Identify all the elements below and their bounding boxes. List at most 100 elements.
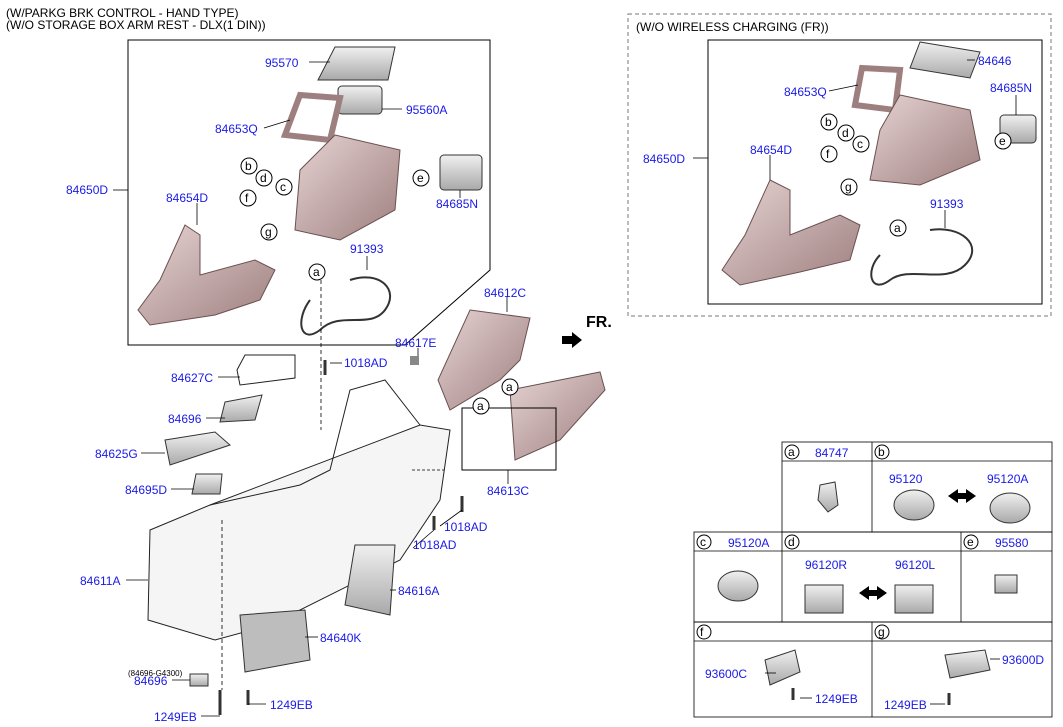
inset-label-84653q[interactable]: 84653Q	[784, 85, 827, 99]
legend-letter-f: f	[700, 625, 704, 639]
part-84650d-panel	[294, 134, 401, 241]
part-91393-harness	[300, 276, 391, 336]
header-title-line1: (W/PARKG BRK CONTROL - HAND TYPE)	[6, 6, 239, 20]
label-84695d[interactable]: 84695D	[125, 483, 168, 497]
label-84613c[interactable]: 84613C	[487, 484, 530, 498]
legend-table	[693, 441, 1053, 718]
legend-95120-icon	[893, 489, 935, 521]
legend-letter-d: d	[788, 535, 795, 549]
legend-part-93600d[interactable]: 93600D	[1002, 653, 1045, 667]
upper-assembly-frame	[127, 39, 491, 346]
inset-label-91393[interactable]: 91393	[930, 197, 964, 211]
callout-a-lower: a	[477, 399, 484, 413]
legend-letter-g: g	[878, 625, 885, 639]
part-84695d-trim	[191, 473, 223, 495]
header-title-line2: (W/O STORAGE BOX ARM REST - DLX(1 DIN))	[6, 18, 266, 32]
label-1249eb-a[interactable]: 1249EB	[270, 698, 313, 712]
label-84650d[interactable]: 84650D	[66, 183, 109, 197]
legend-part-84747[interactable]: 84747	[815, 446, 849, 460]
double-arrow-icon-d	[859, 586, 887, 600]
front-arrow-icon	[562, 332, 582, 348]
label-84654d[interactable]: 84654D	[166, 191, 209, 205]
label-95570[interactable]: 95570	[265, 56, 299, 70]
part-95570-pad	[317, 46, 396, 81]
inset-callout-g: g	[845, 180, 852, 194]
inset-leader-lines	[693, 59, 1017, 228]
label-84611a[interactable]: 84611A	[80, 574, 121, 588]
label-84616a[interactable]: 84616A	[398, 584, 440, 598]
inset-label-84646[interactable]: 84646	[978, 54, 1012, 68]
inset-label-84685n[interactable]: 84685N	[990, 81, 1033, 95]
legend-part-96120r[interactable]: 96120R	[805, 558, 848, 572]
callout-a-main: a	[313, 265, 320, 279]
legend-part-95120a-c[interactable]: 95120A	[728, 536, 770, 550]
legend-circles	[696, 444, 979, 640]
legend-screw-1249eb-g[interactable]: 1249EB	[884, 698, 927, 712]
part-95560a-module	[337, 85, 383, 115]
leader-lines	[113, 61, 509, 717]
label-1018ad-c[interactable]: 1018AD	[413, 538, 457, 552]
label-84627c[interactable]: 84627C	[171, 371, 214, 385]
inset-callout-d: d	[842, 126, 849, 140]
inset-callout-b: b	[825, 115, 832, 129]
legend-part-93600c[interactable]: 93600C	[705, 667, 748, 681]
part-84613c-panel	[509, 371, 606, 461]
label-95560a[interactable]: 95560A	[406, 103, 448, 117]
label-84625g[interactable]: 84625G	[95, 447, 138, 461]
callout-d: d	[260, 171, 267, 185]
part-84613c-frame	[461, 407, 557, 471]
label-1018ad-a[interactable]: 1018AD	[344, 356, 388, 370]
double-arrow-icon-b	[948, 489, 976, 503]
part-84653q-frame	[280, 91, 344, 144]
inset-label-84654d[interactable]: 84654D	[750, 143, 793, 157]
part-84696-small	[189, 673, 209, 687]
label-84696-b[interactable]: 84696	[134, 674, 168, 688]
label-1018ad-b[interactable]: 1018AD	[444, 520, 488, 534]
legend-84747-icon	[817, 481, 839, 513]
callout-b: b	[245, 159, 252, 173]
legend-part-95120a[interactable]: 95120A	[987, 472, 1029, 486]
legend-95580-icon	[994, 574, 1018, 594]
callout-circles	[239, 113, 1012, 415]
legend-95120a-icon	[989, 492, 1031, 524]
front-direction-label: FR.	[586, 314, 612, 331]
inset-title: (W/O WIRELESS CHARGING (FR))	[636, 20, 829, 34]
inset-84653q-frame	[851, 64, 904, 114]
label-84617e[interactable]: 84617E	[395, 336, 437, 350]
inset-label-84650d[interactable]: 84650D	[643, 152, 686, 166]
legend-letter-c: c	[700, 535, 706, 549]
legend-letter-e: e	[967, 535, 974, 549]
legend-part-95580[interactable]: 95580	[995, 536, 1029, 550]
label-84685n[interactable]: 84685N	[436, 197, 479, 211]
legend-letter-b: b	[878, 445, 885, 459]
inset-callout-a: a	[894, 221, 901, 235]
legend-93600c-icon	[764, 649, 801, 686]
part-84617e-clip	[410, 356, 419, 365]
callout-g: g	[265, 225, 272, 239]
label-1249eb-b[interactable]: 1249EB	[154, 710, 197, 724]
inset-callout-e: e	[999, 134, 1006, 148]
legend-screw-1249eb-f[interactable]: 1249EB	[815, 692, 858, 706]
legend-part-95120[interactable]: 95120	[889, 472, 923, 486]
legend-93600d-icon	[944, 649, 991, 679]
inset-91393-harness	[870, 228, 973, 286]
label-84653q[interactable]: 84653Q	[215, 122, 258, 136]
legend-part-96120l[interactable]: 96120L	[895, 558, 936, 572]
legend-96120r-icon	[804, 584, 844, 614]
inset-84646-pad	[909, 41, 981, 79]
legend-letter-a: a	[788, 445, 795, 459]
legend-96120l-icon	[894, 584, 934, 614]
label-84640k[interactable]: 84640K	[320, 631, 362, 645]
part-console-top	[209, 379, 421, 506]
label-91393[interactable]: 91393	[350, 242, 384, 256]
label-84696-a[interactable]: 84696	[168, 412, 202, 426]
inset-84650d-panel	[869, 94, 981, 186]
part-84612c-panel	[437, 309, 531, 411]
part-84616a-bracket	[344, 544, 396, 616]
callout-c: c	[280, 180, 286, 194]
part-84611a-console	[147, 424, 451, 641]
callout-e: e	[417, 171, 424, 185]
label-84612c[interactable]: 84612C	[484, 286, 527, 300]
